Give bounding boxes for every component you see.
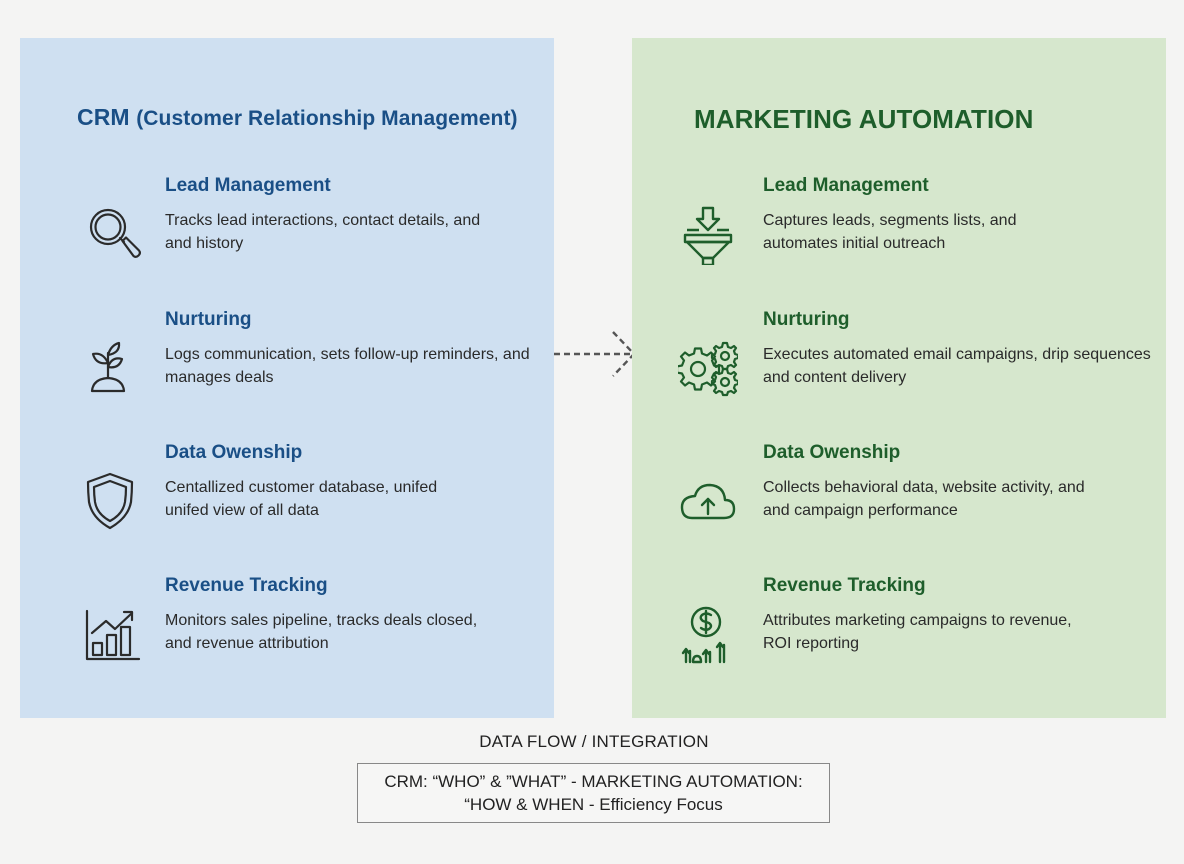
crm-title-main: CRM	[77, 104, 130, 130]
ma-item-description: Collects behavioral data, website activi…	[763, 476, 1085, 522]
crm-panel-title: CRM (Customer Relationship Management)	[77, 104, 518, 131]
funnel-icon	[678, 205, 738, 265]
ma-item-title: Data Owenship	[763, 442, 901, 463]
crm-item-description: Tracks lead interactions, contact detail…	[165, 209, 480, 255]
description-line: and revenue attribution	[165, 635, 329, 652]
plant-sprout-icon	[84, 339, 144, 399]
description-line: Executes automated email campaigns, drip…	[763, 346, 1151, 363]
cloud-upload-icon	[678, 472, 738, 532]
dollar-growth-icon	[678, 605, 738, 665]
crm-item-title: Data Owenship	[165, 442, 303, 463]
ma-item-title: Nurturing	[763, 309, 850, 330]
ma-item-description: Captures leads, segments lists, and auto…	[763, 209, 1016, 255]
description-line: Collects behavioral data, website activi…	[763, 479, 1085, 496]
ma-item-lead-management: Lead Management Captures leads, segments…	[632, 175, 1166, 285]
description-line: and history	[165, 235, 244, 252]
marketing-automation-panel: MARKETING AUTOMATION Lead Management Cap…	[632, 38, 1166, 718]
crm-item-description: Logs communication, sets follow-up remin…	[165, 343, 530, 389]
description-line: and campaign performance	[763, 502, 958, 519]
description-line: Captures leads, segments lists, and	[763, 212, 1017, 229]
crm-item-title: Nurturing	[165, 309, 252, 330]
crm-item-nurturing: Nurturing Logs communication, sets follo…	[20, 309, 554, 419]
crm-item-lead-management: Lead Management Tracks lead interactions…	[20, 175, 554, 285]
description-line: Monitors sales pipeline, tracks deals cl…	[165, 612, 478, 629]
summary-line: CRM: “WHO” & ”WHAT” - MARKETING AUTOMATI…	[384, 772, 803, 791]
ma-item-description: Attributes marketing campaigns to revenu…	[763, 609, 1072, 655]
description-line: Attributes marketing campaigns to revenu…	[763, 612, 1072, 629]
crm-item-description: Monitors sales pipeline, tracks deals cl…	[165, 609, 477, 655]
description-line: automates initial outreach	[763, 235, 946, 252]
crm-panel: CRM (Customer Relationship Management) L…	[20, 38, 554, 718]
crm-item-revenue-tracking: Revenue Tracking Monitors sales pipeline…	[20, 575, 554, 685]
crm-item-title: Revenue Tracking	[165, 575, 328, 596]
marketing-automation-panel-title: MARKETING AUTOMATION	[694, 104, 1034, 134]
description-line: Logs communication, sets follow-up remin…	[165, 346, 530, 363]
crm-item-title: Lead Management	[165, 175, 331, 196]
ma-item-nurturing: Nurturing Executes automated email campa…	[632, 309, 1166, 419]
description-line: unifed view of all data	[165, 502, 319, 519]
growth-bar-chart-icon	[84, 605, 144, 665]
crm-title-subtitle: (Customer Relationship Management)	[136, 107, 518, 130]
magnifier-search-icon	[84, 205, 144, 265]
ma-item-revenue-tracking: Revenue Tracking Attributes marketing ca…	[632, 575, 1166, 685]
description-line: and content delivery	[763, 369, 907, 386]
crm-item-description: Centallized customer database, unifed un…	[165, 476, 437, 522]
description-line: manages deals	[165, 369, 274, 386]
gears-icon	[678, 339, 738, 399]
summary-box: CRM: “WHO” & ”WHAT” - MARKETING AUTOMATI…	[357, 763, 830, 823]
ma-item-description: Executes automated email campaigns, drip…	[763, 343, 1151, 389]
ma-item-title: Revenue Tracking	[763, 575, 926, 596]
description-line: Centallized customer database, unifed	[165, 479, 438, 496]
ma-item-title: Lead Management	[763, 175, 929, 196]
summary-line: “HOW & WHEN - Efficiency Focus	[464, 795, 723, 814]
description-line: Tracks lead interactions, contact detail…	[165, 212, 481, 229]
dashed-arrow-right-icon	[554, 331, 636, 377]
crm-item-data-ownership: Data Owenship Centallized customer datab…	[20, 442, 554, 552]
ma-item-data-ownership: Data Owenship Collects behavioral data, …	[632, 442, 1166, 552]
description-line: ROI reporting	[763, 635, 860, 652]
shield-icon	[84, 472, 144, 532]
data-flow-label: DATA FLOW / INTEGRATION	[479, 732, 709, 751]
